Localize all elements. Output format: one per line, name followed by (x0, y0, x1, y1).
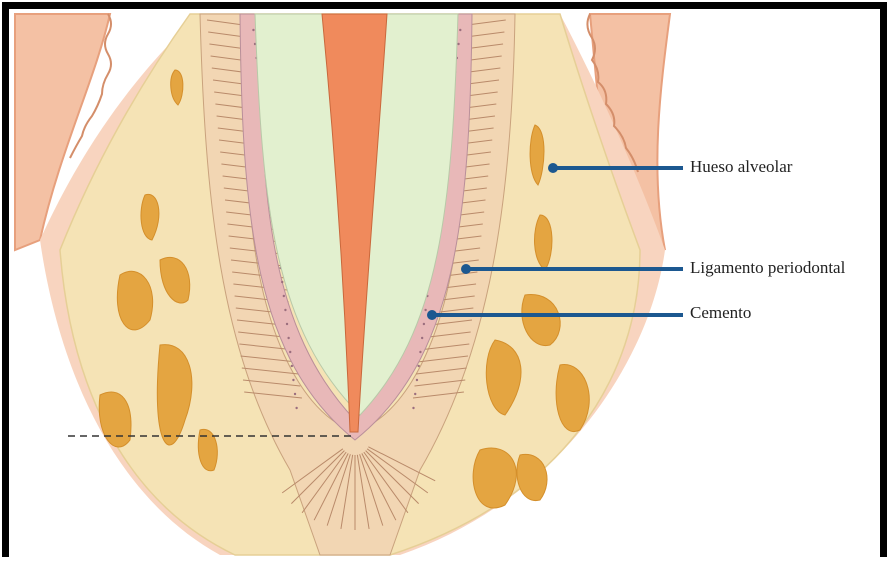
label-ligamento-periodontal: Ligamento periodontal (690, 258, 845, 278)
image-frame (2, 2, 887, 557)
label-cemento: Cemento (690, 303, 751, 323)
label-hueso-alveolar: Hueso alveolar (690, 157, 792, 177)
